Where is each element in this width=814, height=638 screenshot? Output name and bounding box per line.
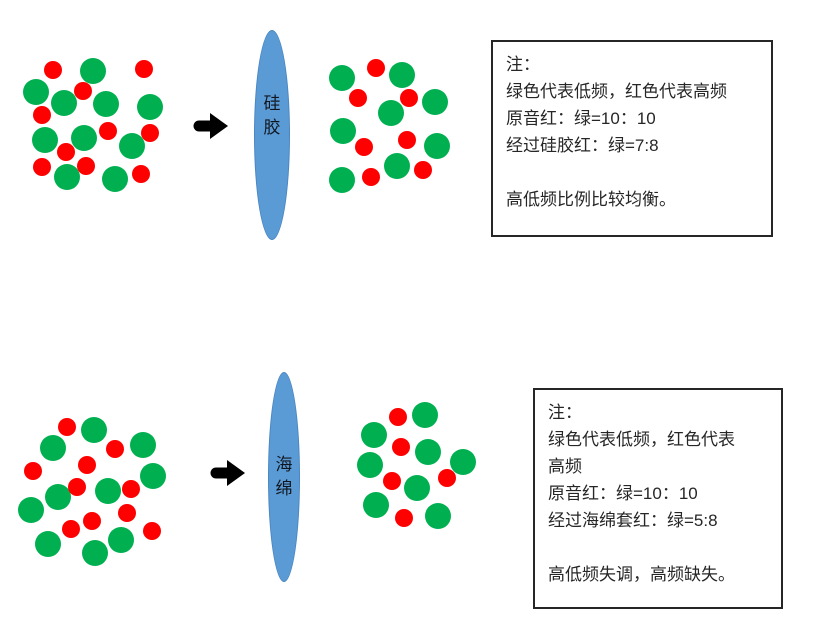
green-dot — [389, 62, 415, 88]
right-arrow-icon — [193, 111, 229, 141]
red-dot — [83, 512, 101, 530]
red-dot — [68, 478, 86, 496]
silica-filter-shape: 硅 胶 — [254, 30, 290, 240]
green-dot — [361, 422, 387, 448]
filter-label-char: 胶 — [263, 118, 281, 137]
green-dot — [137, 94, 163, 120]
note-line: 原音红：绿=10：10 — [548, 484, 698, 503]
note-line: 绿色代表低频，红色代表 — [548, 430, 735, 449]
note-line — [548, 534, 768, 561]
red-dot — [77, 157, 95, 175]
note-line: 高低频比例比较均衡。 — [506, 190, 676, 209]
right-arrow-glyph — [210, 460, 245, 486]
green-dot — [357, 452, 383, 478]
red-dot — [44, 61, 62, 79]
green-dot — [424, 133, 450, 159]
green-dot — [450, 449, 476, 475]
note-line: 原音红：绿=10：10 — [506, 109, 656, 128]
red-dot — [78, 456, 96, 474]
note-line: 注： — [548, 403, 582, 422]
green-dot — [102, 166, 128, 192]
green-dot — [330, 118, 356, 144]
green-dot — [425, 503, 451, 529]
green-dot — [23, 79, 49, 105]
red-dot — [143, 522, 161, 540]
red-dot — [33, 106, 51, 124]
red-dot — [395, 509, 413, 527]
green-dot — [140, 463, 166, 489]
red-dot — [367, 59, 385, 77]
red-dot — [414, 161, 432, 179]
green-dot — [384, 153, 410, 179]
note-box-sponge: 注： 绿色代表低频，红色代表 高频 原音红：绿=10：10 经过海绵套红：绿=5… — [533, 388, 783, 609]
green-dot — [45, 484, 71, 510]
red-dot — [135, 60, 153, 78]
green-dot — [40, 435, 66, 461]
green-dot — [95, 478, 121, 504]
red-dot — [58, 418, 76, 436]
note-line: 高频 — [548, 457, 582, 476]
red-dot — [132, 165, 150, 183]
green-dot — [80, 58, 106, 84]
red-dot — [398, 131, 416, 149]
green-dot — [82, 540, 108, 566]
red-dot — [141, 124, 159, 142]
green-dot — [378, 100, 404, 126]
red-dot — [400, 89, 418, 107]
green-dot — [93, 91, 119, 117]
red-dot — [106, 440, 124, 458]
green-dot — [412, 402, 438, 428]
red-dot — [118, 504, 136, 522]
note-line: 注： — [506, 55, 540, 74]
note-line: 经过海绵套红：绿=5:8 — [548, 511, 718, 530]
note-line: 绿色代表低频，红色代表高频 — [506, 82, 727, 101]
red-dot — [62, 520, 80, 538]
green-dot — [35, 531, 61, 557]
green-dot — [415, 439, 441, 465]
filter-label-char: 硅 — [263, 94, 281, 113]
red-dot — [57, 143, 75, 161]
red-dot — [392, 438, 410, 456]
sponge-filter-shape: 海 绵 — [268, 372, 300, 582]
green-dot — [119, 133, 145, 159]
red-dot — [349, 89, 367, 107]
green-dot — [18, 497, 44, 523]
right-arrow-glyph — [193, 113, 228, 139]
note-line: 高低频失调，高频缺失。 — [548, 565, 735, 584]
green-dot — [329, 167, 355, 193]
red-dot — [362, 168, 380, 186]
red-dot — [438, 469, 456, 487]
green-dot — [32, 127, 58, 153]
green-dot — [81, 417, 107, 443]
green-dot — [130, 432, 156, 458]
red-dot — [33, 158, 51, 176]
red-dot — [99, 122, 117, 140]
red-dot — [383, 472, 401, 490]
red-dot — [389, 408, 407, 426]
filter-label-char: 绵 — [275, 479, 293, 498]
sponge-filter-label: 海 绵 — [276, 453, 293, 501]
green-dot — [329, 65, 355, 91]
green-dot — [108, 527, 134, 553]
note-line: 经过硅胶红：绿=7:8 — [506, 136, 659, 155]
right-arrow-icon — [210, 458, 246, 488]
silica-filter-label: 硅 胶 — [264, 92, 281, 140]
green-dot — [71, 125, 97, 151]
green-dot — [363, 492, 389, 518]
filter-label-char: 海 — [275, 455, 293, 474]
note-line — [506, 159, 758, 186]
green-dot — [54, 164, 80, 190]
green-dot — [422, 89, 448, 115]
green-dot — [51, 90, 77, 116]
note-box-silica: 注： 绿色代表低频，红色代表高频 原音红：绿=10：10 经过硅胶红：绿=7:8… — [491, 40, 773, 237]
red-dot — [355, 138, 373, 156]
red-dot — [74, 82, 92, 100]
green-dot — [404, 475, 430, 501]
red-dot — [24, 462, 42, 480]
red-dot — [122, 480, 140, 498]
